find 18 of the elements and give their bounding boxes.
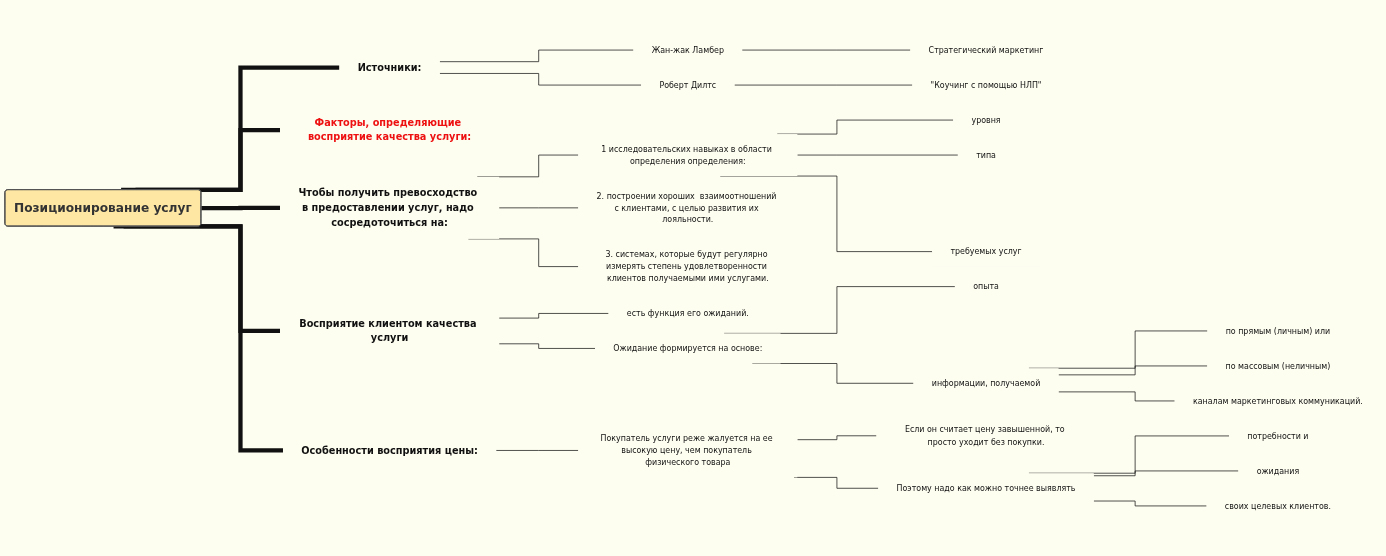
node-text: Восприятие клиентом качества услуги	[299, 317, 477, 344]
connector	[797, 435, 877, 441]
node-text: Особенности восприятия цены:	[301, 444, 478, 456]
node-text: Источники:	[357, 61, 422, 74]
connector	[439, 49, 634, 63]
connector	[1058, 391, 1176, 402]
connector	[1093, 470, 1239, 477]
connector	[1058, 365, 1208, 376]
connector	[498, 313, 609, 319]
connector	[495, 450, 579, 451]
node-text: Факторы, определяющие восприятие качества услуги:	[307, 116, 472, 143]
connector	[468, 238, 579, 267]
connector	[793, 477, 879, 489]
connector	[498, 343, 596, 349]
connector	[439, 73, 642, 86]
connector	[1093, 500, 1207, 507]
connector	[113, 224, 286, 453]
node-text: Чтобы получить превосходство в предоставлении услуг, надо сосредоточиться на:	[298, 187, 478, 228]
